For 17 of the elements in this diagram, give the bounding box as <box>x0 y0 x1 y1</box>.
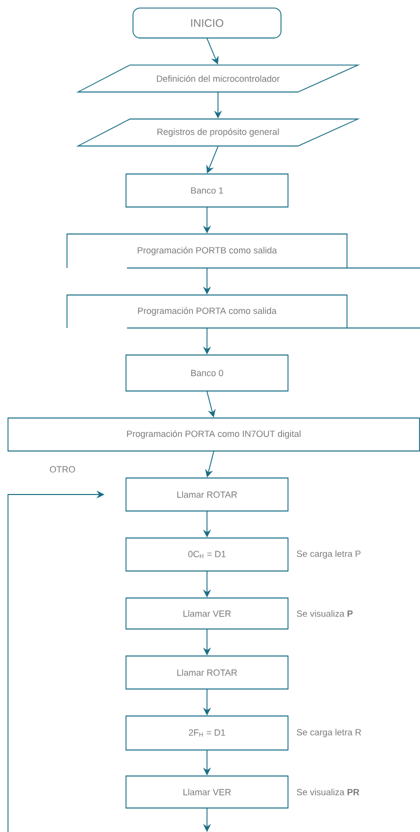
process-box: Programación PORTA como salida <box>66 294 420 328</box>
process-box: Banco 1 <box>126 174 288 208</box>
process-box: Llamar ROTAR <box>126 656 288 690</box>
terminal-box: INICIO <box>132 8 282 38</box>
process-box: Llamar VER <box>126 776 288 808</box>
process-box: 2F$_{H}$ = D1 <box>126 716 288 750</box>
side-note: Se visualiza P <box>296 610 353 617</box>
side-note: Se carga letra R <box>296 728 362 738</box>
process-box: Programación PORTB como salida <box>66 234 420 268</box>
process-box: Llamar ROTAR <box>126 478 288 512</box>
process-box: Programación PORTA como IN7OUT digital <box>8 418 420 452</box>
side-note: Se carga letra P <box>296 550 360 559</box>
process-box: 0C$_{H}$ = D1 <box>126 538 288 572</box>
process-box: Llamar VER <box>126 598 288 630</box>
edge-label: OTRO <box>50 466 76 473</box>
process-box: Banco 0 <box>126 354 288 392</box>
side-note: Se visualiza PR <box>296 788 360 796</box>
